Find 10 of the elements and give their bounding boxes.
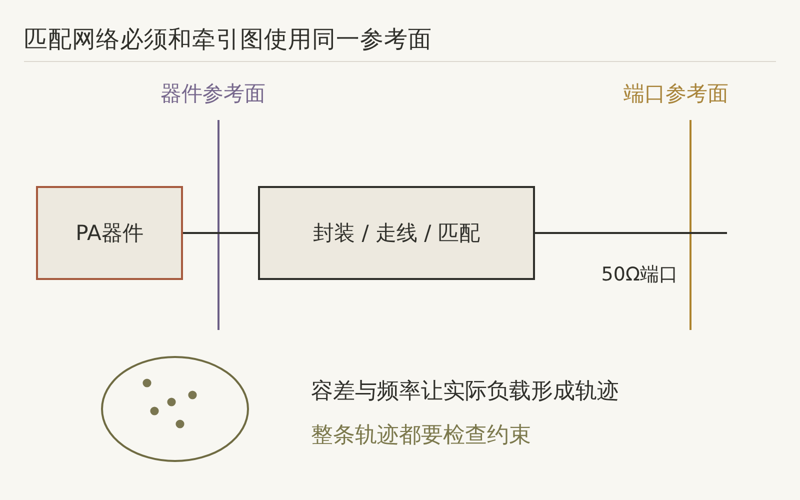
note-text: 容差与频率让实际负载形成轨迹: [311, 378, 619, 406]
title: 匹配网络必须和牵引图使用同一参考面: [24, 25, 432, 54]
plane-label: 端口参考面: [624, 81, 728, 107]
note-text: 整条轨迹都要检查约束: [311, 422, 531, 450]
device-box: PA器件: [36, 186, 183, 280]
plane-label: 器件参考面: [160, 81, 266, 107]
port-label: 50Ω端口: [601, 264, 678, 286]
connector-line: [535, 232, 727, 234]
network-box: 封装 / 走线 / 匹配: [258, 186, 535, 280]
connector-line: [183, 232, 258, 234]
